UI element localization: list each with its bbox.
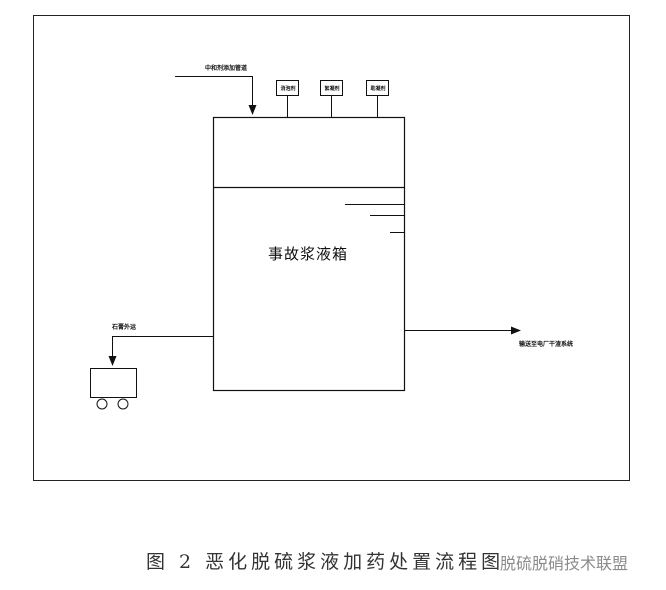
tank <box>212 116 406 392</box>
figure-caption: 图 2 恶化脱硫浆液加药处置流程图 <box>146 551 505 573</box>
tank-label: 事故浆液箱 <box>268 245 349 263</box>
inlet-pipe <box>175 76 257 115</box>
dosing-box-label: 絮凝剂 <box>324 86 340 92</box>
dosing-box <box>276 80 299 96</box>
diagram-frame <box>33 15 630 481</box>
dosing-box <box>366 80 389 96</box>
watermark: 脱硫脱硝技术联盟 <box>500 554 629 573</box>
left-outlet-label: 石膏外运 <box>112 324 137 331</box>
dosing-box-label: 消泡剂 <box>280 86 296 92</box>
left-outlet-pipe <box>108 336 213 366</box>
cart <box>90 368 137 398</box>
right-outlet-label: 输送至电厂干渣系统 <box>519 341 574 348</box>
dosing-box-label: 助凝剂 <box>370 86 386 92</box>
cart-wheel <box>117 398 129 410</box>
inlet-label: 中和剂添加管道 <box>205 65 248 72</box>
dosing-box <box>320 80 343 96</box>
cart-wheel <box>96 398 108 410</box>
